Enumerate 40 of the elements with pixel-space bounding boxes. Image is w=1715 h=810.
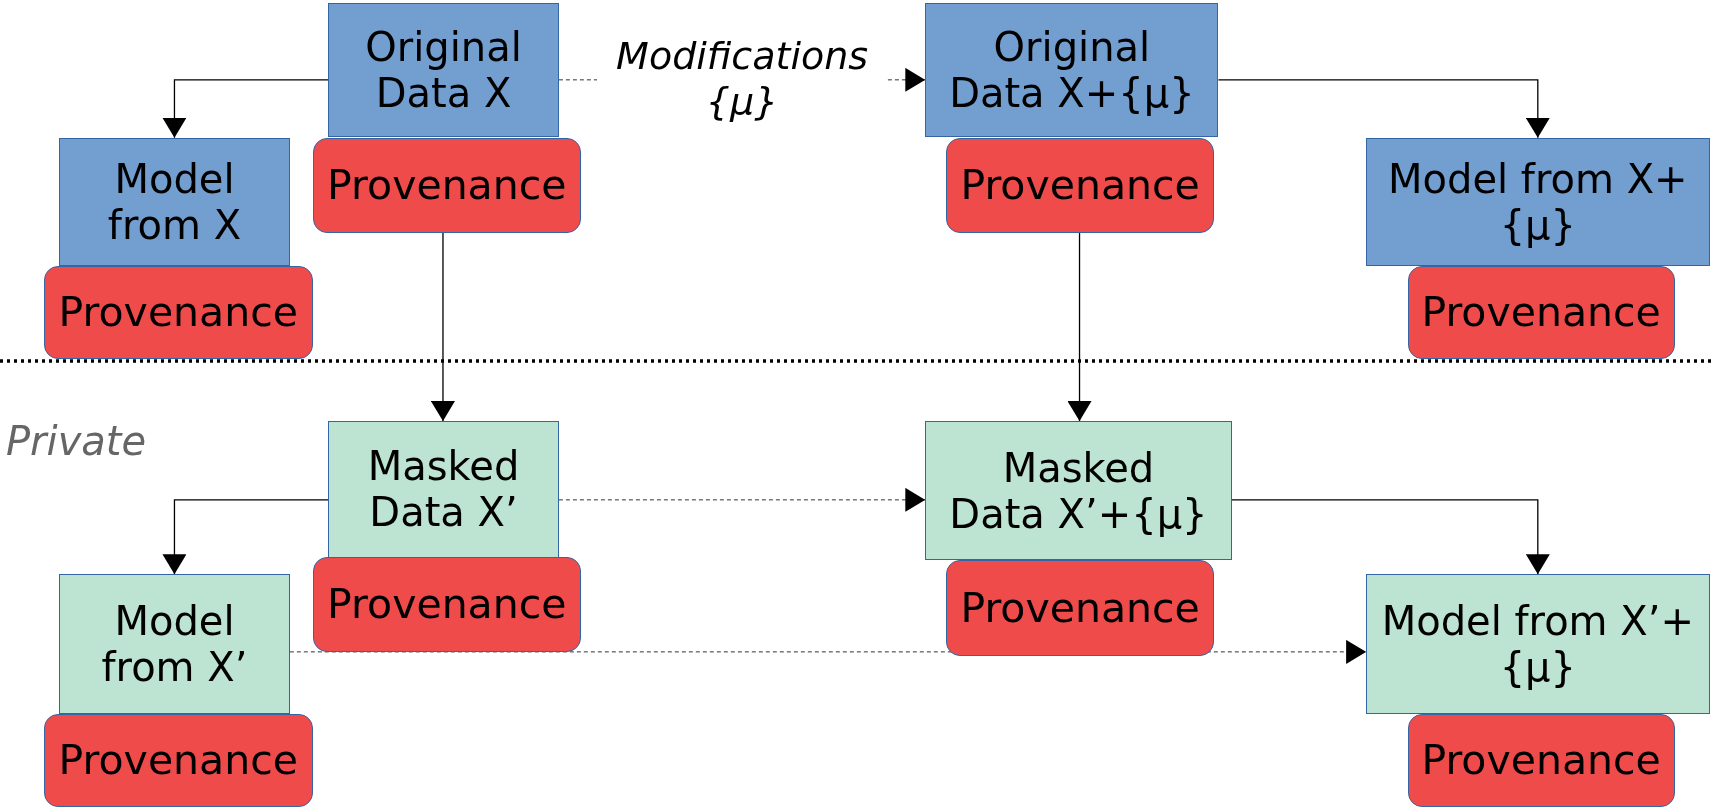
- provenance-box: [43, 265, 313, 359]
- model-box: [1366, 137, 1710, 266]
- box-label: Provenance: [327, 580, 567, 628]
- model-box: [1366, 574, 1710, 715]
- box-label: Provenance: [327, 161, 567, 209]
- arrow: [162, 499, 329, 575]
- provenance-box: [1407, 265, 1675, 359]
- provenance-box: [312, 137, 581, 233]
- arrow: [1230, 499, 1550, 575]
- arrow: [430, 232, 455, 422]
- original-data-box: [925, 3, 1219, 137]
- provenance-box: [1407, 714, 1675, 808]
- box-label: Provenance: [58, 288, 298, 336]
- box-label: Provenance: [1421, 737, 1661, 785]
- box-label: Model from X: [106, 155, 243, 248]
- box-label: Provenance: [960, 584, 1200, 632]
- provenance-box: [946, 560, 1215, 657]
- model-box: [59, 574, 290, 715]
- box-label: Masked Data X’+{μ}: [948, 444, 1209, 537]
- box-label: Provenance: [58, 737, 298, 785]
- box-label: Model from X+{μ}: [1387, 155, 1689, 248]
- model-box: [59, 137, 290, 266]
- box-label: Original Data X: [364, 24, 523, 116]
- box-label: Provenance: [960, 161, 1200, 209]
- masked-data-box: [925, 421, 1232, 560]
- box-label: Provenance: [1421, 288, 1661, 336]
- original-data-box: [328, 3, 559, 137]
- provenance-box: [43, 714, 313, 808]
- section-label: Private: [6, 418, 147, 464]
- arrow: [558, 487, 926, 512]
- box-label: Model from X’: [100, 598, 249, 691]
- box-label: Original Data X+{μ}: [948, 24, 1196, 116]
- box-label: Model from X’+{μ}: [1380, 598, 1695, 691]
- provenance-box: [946, 137, 1215, 233]
- arrow: [162, 79, 329, 139]
- arrow: [1067, 232, 1092, 422]
- provenance-box: [312, 556, 581, 652]
- arrow: [1217, 79, 1550, 139]
- box-label: Masked Data X’: [366, 443, 521, 536]
- masked-data-box: [328, 421, 559, 558]
